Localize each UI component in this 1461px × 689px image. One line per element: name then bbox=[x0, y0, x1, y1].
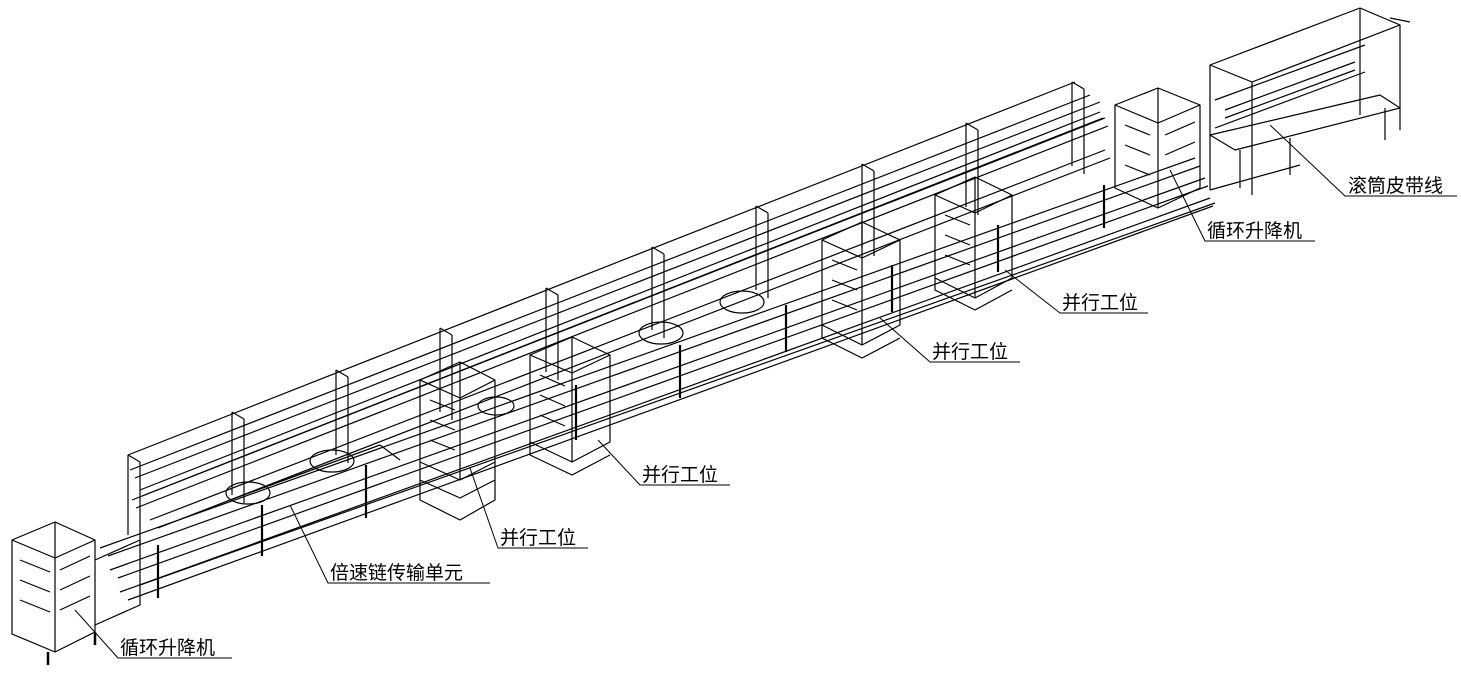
callout-lift-left: 循环升降机 bbox=[120, 637, 216, 659]
roller-belt-line bbox=[1209, 7, 1411, 195]
work-tables bbox=[149, 149, 1111, 529]
station-4 bbox=[934, 176, 1013, 311]
callout-parallel-station-3: 并行工位 bbox=[932, 341, 1009, 363]
table-legs bbox=[156, 185, 1106, 598]
pallets bbox=[225, 290, 765, 505]
callout-roller-belt-line: 滚筒皮带线 bbox=[1348, 175, 1444, 197]
callout-parallel-station-4: 并行工位 bbox=[1062, 292, 1139, 314]
callout-leaders bbox=[74, 124, 1457, 659]
overhead-frame bbox=[127, 81, 1109, 509]
callout-lift-right: 循环升降机 bbox=[1207, 220, 1303, 242]
station-2 bbox=[529, 336, 611, 476]
station-1 bbox=[419, 361, 496, 521]
callout-parallel-station-2: 并行工位 bbox=[642, 464, 719, 486]
lift-right bbox=[1114, 87, 1201, 209]
station-3 bbox=[821, 221, 901, 359]
callout-parallel-station-1: 并行工位 bbox=[500, 527, 577, 549]
conveyor-rails bbox=[99, 157, 1216, 601]
callout-speed-chain-unit: 倍速链传输单元 bbox=[330, 562, 464, 584]
